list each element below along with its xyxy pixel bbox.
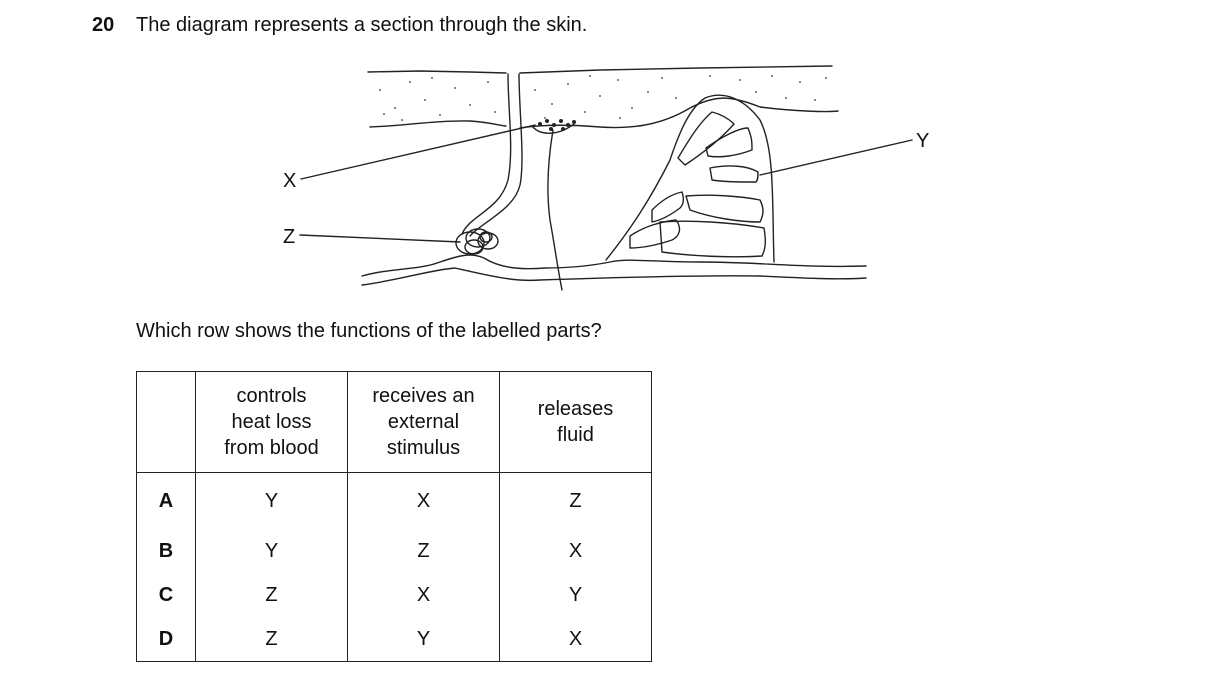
duct-right-wall bbox=[469, 73, 523, 237]
duct-left-wall bbox=[461, 73, 512, 235]
header-blank bbox=[136, 371, 196, 473]
label-x: X bbox=[283, 170, 296, 192]
label-y: Y bbox=[916, 130, 929, 152]
nerve-ending bbox=[531, 123, 575, 134]
table-cell: X bbox=[499, 529, 652, 573]
table-cell: Z bbox=[195, 617, 348, 662]
question-text: The diagram represents a section through… bbox=[136, 14, 588, 36]
table-cell: Y bbox=[195, 472, 348, 529]
table-row: A Y X Z bbox=[136, 472, 652, 529]
vessel-inner-2 bbox=[705, 127, 753, 158]
table-cell: X bbox=[499, 617, 652, 662]
header-stimulus: receives an external stimulus bbox=[347, 371, 500, 473]
fat-layer-edge bbox=[361, 267, 867, 286]
vessel-inner-4 bbox=[651, 191, 685, 223]
table-cell: Z bbox=[195, 573, 348, 617]
table-cell: Y bbox=[499, 573, 652, 617]
table-row: B Y Z X bbox=[136, 529, 652, 573]
label-line-y bbox=[759, 139, 913, 176]
epidermis-lower-edge-right bbox=[519, 97, 839, 129]
vessel-inner-6 bbox=[629, 219, 681, 249]
vessel-inner-5 bbox=[685, 194, 764, 223]
vessel-outer bbox=[605, 94, 775, 263]
vessel-inner-3 bbox=[709, 165, 759, 183]
table-cell: Z bbox=[499, 472, 652, 529]
nerve-fibre bbox=[547, 129, 563, 291]
table-row: D Z Y X bbox=[136, 617, 652, 662]
skin-surface-right bbox=[519, 65, 833, 74]
skin-surface-left bbox=[367, 70, 507, 74]
table-cell: X bbox=[347, 472, 500, 529]
table-header-row: controls heat loss from blood receives a… bbox=[136, 371, 652, 473]
label-line-z bbox=[299, 234, 461, 243]
answer-table: controls heat loss from blood receives a… bbox=[136, 371, 652, 662]
row-key: C bbox=[136, 573, 196, 617]
table-cell: Z bbox=[347, 529, 500, 573]
question-number: 20 bbox=[92, 14, 115, 36]
label-z: Z bbox=[283, 226, 295, 248]
label-line-x bbox=[300, 124, 536, 180]
row-key: B bbox=[136, 529, 196, 573]
row-key: D bbox=[136, 617, 196, 662]
dermis-lower-edge bbox=[361, 254, 867, 277]
table-cell: X bbox=[347, 573, 500, 617]
nerve-ending-dots bbox=[538, 119, 576, 131]
header-fluid: releases fluid bbox=[499, 371, 652, 473]
epidermis-lower-edge-left bbox=[369, 120, 507, 128]
table-prompt: Which row shows the functions of the lab… bbox=[136, 320, 602, 342]
row-key: A bbox=[136, 472, 196, 529]
header-heat-loss: controls heat loss from blood bbox=[195, 371, 348, 473]
vessel-inner-7 bbox=[659, 220, 767, 258]
epidermis-stipple bbox=[379, 75, 827, 121]
table-cell: Y bbox=[195, 529, 348, 573]
vessel-inner-1 bbox=[677, 111, 735, 166]
table-row: C Z X Y bbox=[136, 573, 652, 617]
coiled-gland bbox=[455, 228, 499, 255]
table-cell: Y bbox=[347, 617, 500, 662]
